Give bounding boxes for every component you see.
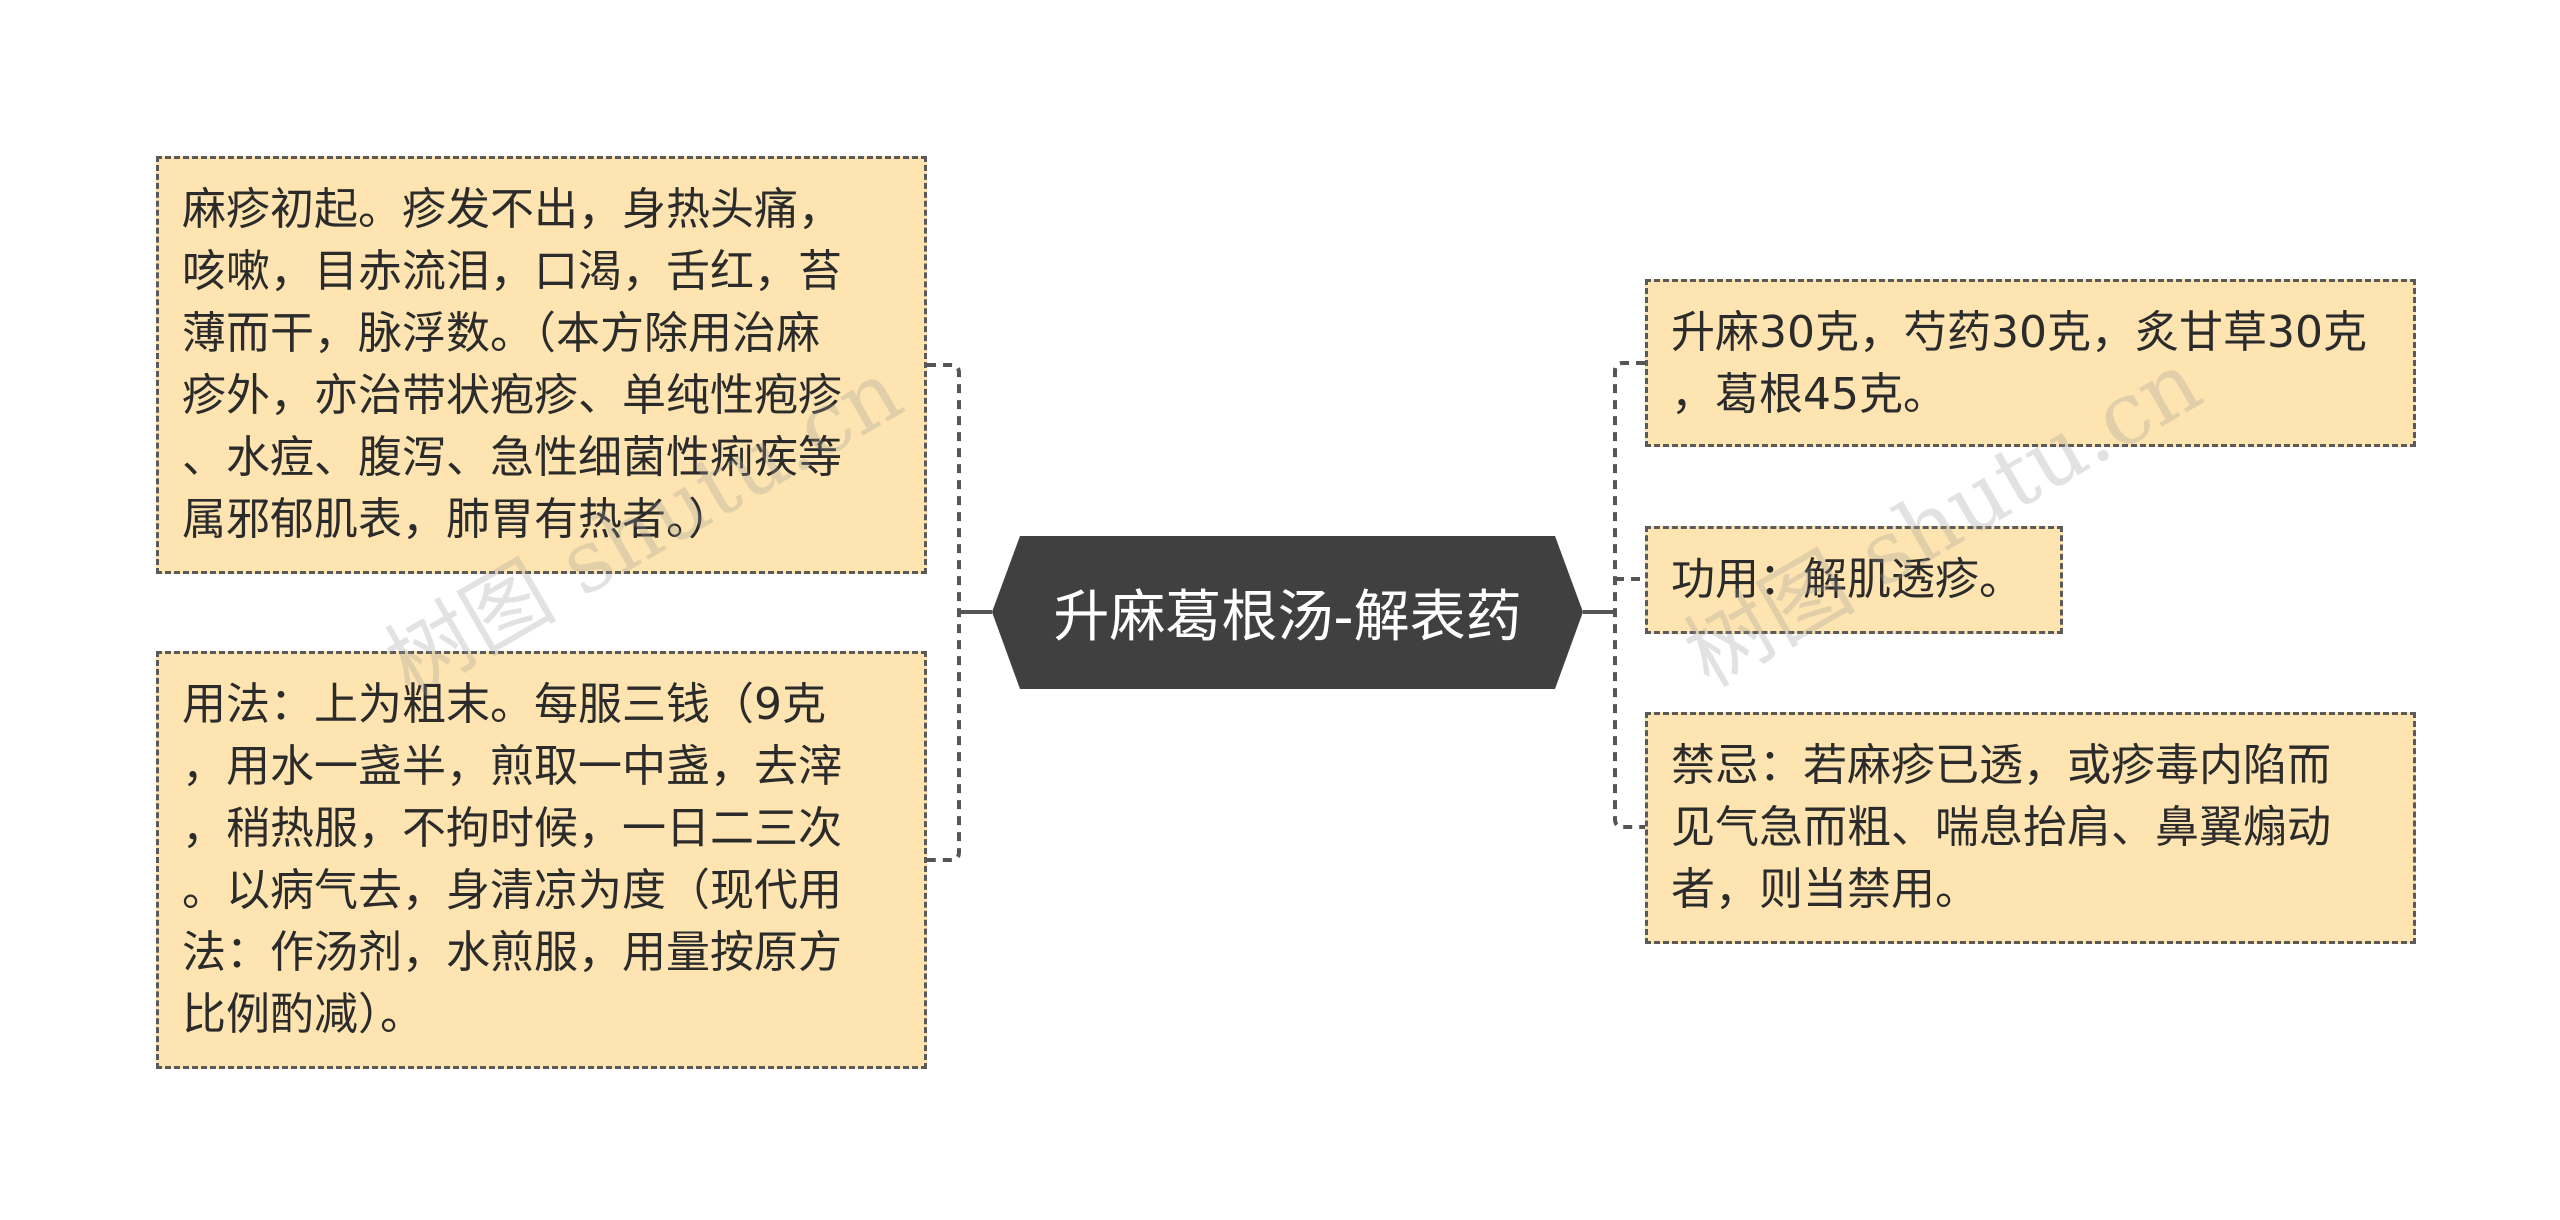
- right-connector-branches: [1613, 361, 1645, 829]
- topic-line: 比例酌减）。: [182, 989, 424, 1040]
- topic-line: 疹外，亦治带状疱疹、单纯性疱疹: [182, 370, 842, 421]
- topic-line: 禁忌：若麻疹已透，或疹毒内陷而: [1671, 740, 2331, 791]
- topic-usage[interactable]: 用法：上为粗末。每服三钱（9克 ，用水一盏半，煎取一中盏，去滓 ，稍热服，不拘时…: [156, 651, 927, 1069]
- topic-line: ，葛根45克。: [1671, 369, 1947, 420]
- topic-function[interactable]: 功用：解肌透疹。: [1645, 526, 2063, 634]
- topic-line: 功用：解肌透疹。: [1671, 554, 2023, 605]
- topic-line: 见气急而粗、喘息抬肩、鼻翼煽动: [1671, 802, 2331, 853]
- topic-line: 属邪郁肌表，肺胃有热者。）: [182, 494, 732, 545]
- topic-line: 咳嗽，目赤流泪，口渴，舌红，苔: [182, 246, 842, 297]
- topic-line: 升麻30克，芍药30克，炙甘草30克: [1671, 307, 2367, 358]
- topic-line: 法：作汤剂，水煎服，用量按原方: [182, 927, 842, 978]
- topic-line: 。以病气去，身清凉为度（现代用: [182, 865, 842, 916]
- central-node-shape[interactable]: [992, 536, 1583, 689]
- topic-line: 用法：上为粗末。每服三钱（9克: [182, 679, 826, 730]
- topic-line: 薄而干，脉浮数。（本方除用治麻: [182, 308, 820, 359]
- topic-symptoms[interactable]: 麻疹初起。疹发不出，身热头痛， 咳嗽，目赤流泪，口渴，舌红，苔 薄而干，脉浮数。…: [156, 156, 927, 574]
- topic-line: ，稍热服，不拘时候，一日二三次: [182, 803, 842, 854]
- central-topic[interactable]: 升麻葛根汤-解表药: [992, 536, 1583, 689]
- topic-line: 麻疹初起。疹发不出，身热头痛，: [182, 184, 842, 235]
- topic-line: 者，则当禁用。: [1671, 864, 1979, 915]
- topic-ingredients[interactable]: 升麻30克，芍药30克，炙甘草30克 ，葛根45克。: [1645, 279, 2416, 447]
- topic-line: ，用水一盏半，煎取一中盏，去滓: [182, 741, 842, 792]
- left-connector-branches: [927, 363, 961, 862]
- topic-line: 、水痘、腹泻、急性细菌性痢疾等: [182, 432, 842, 483]
- central-topic-label: 升麻葛根汤-解表药: [1053, 585, 1522, 650]
- topic-contraindications[interactable]: 禁忌：若麻疹已透，或疹毒内陷而 见气急而粗、喘息抬肩、鼻翼煽动 者，则当禁用。: [1645, 712, 2416, 944]
